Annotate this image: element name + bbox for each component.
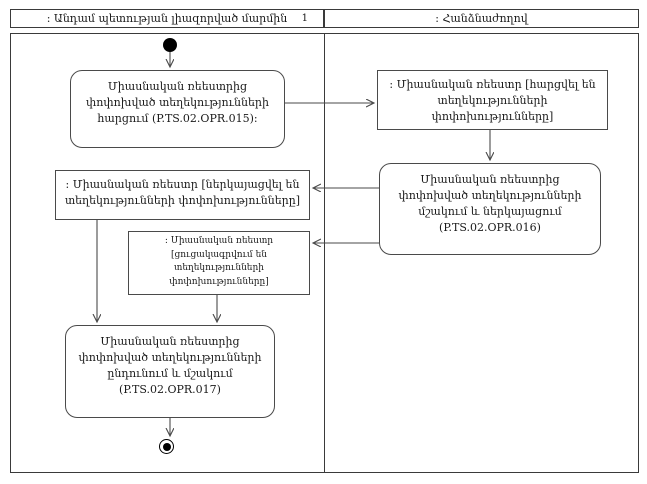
object-node-presented-label: : Միասնական ռեեստր [ներկայացվել են տեղեկ…: [64, 178, 301, 207]
object-node-listed: : Միասնական ռեեստր [ցուցակագրվում են տեղ…: [128, 231, 310, 295]
swimlane-title-commission: : Հանձնաժողով: [435, 12, 528, 25]
activity-node-receive-process-017: Միասնական ռեեստրից փոփոխված տեղեկություն…: [65, 325, 275, 418]
activity-node-receive-process-017-label: Միասնական ռեեստրից փոփոխված տեղեկություն…: [78, 335, 262, 396]
activity-node-process-present-016-label: Միասնական ռեեստրից փոփոխված տեղեկություն…: [398, 173, 582, 234]
swimlane-header-commission: : Հանձնաժողով: [324, 9, 639, 28]
activity-node-query-015-label: Միասնական ռեեստրից փոփոխված տեղեկություն…: [86, 80, 269, 125]
activity-node-process-present-016: Միասնական ռեեստրից փոփոխված տեղեկություն…: [379, 163, 601, 255]
swimlane-title-authorized-body: : Անդամ պետության լիազորված մարմին: [46, 12, 288, 25]
object-node-presented: : Միասնական ռեեստր [ներկայացվել են տեղեկ…: [55, 170, 310, 220]
object-node-queried: : Միասնական ռեեստր [հարցվել են տեղեկությ…: [377, 70, 608, 130]
object-node-listed-label: : Միասնական ռեեստր [ցուցակագրվում են տեղ…: [164, 236, 274, 287]
object-node-queried-label: : Միասնական ռեեստր [հարցվել են տեղեկությ…: [389, 78, 596, 123]
footnote-marker: 1: [301, 13, 308, 24]
final-node-icon: [159, 439, 174, 454]
activity-node-query-015: Միասնական ռեեստրից փոփոխված տեղեկություն…: [70, 70, 285, 148]
swimlane-divider: [324, 33, 325, 473]
swimlane-header-authorized-body: : Անդամ պետության լիազորված մարմին 1: [10, 9, 324, 28]
final-node-core: [162, 442, 171, 451]
initial-node-icon: [163, 38, 177, 52]
